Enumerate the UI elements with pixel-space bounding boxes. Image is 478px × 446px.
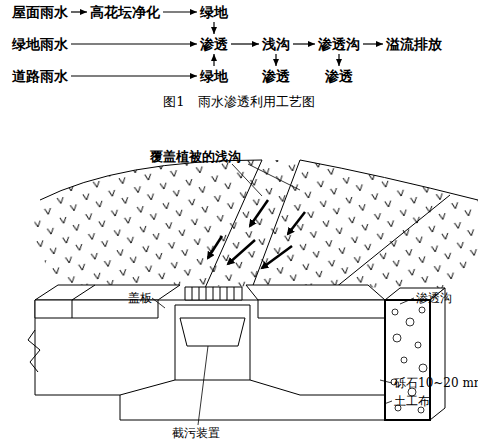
runoff-arrow [250, 200, 268, 226]
cover-plate [258, 300, 385, 318]
cover-plate [35, 285, 180, 300]
leader-line [400, 298, 414, 304]
part-label: 渗透沟 [416, 291, 452, 305]
gravel-side [430, 288, 445, 420]
geotextile-wrap [385, 300, 430, 420]
grass-field [30, 160, 478, 288]
plate-joint [72, 285, 95, 318]
gravel [419, 364, 427, 372]
figure-caption: 图1 雨水渗透利用工艺图 [0, 94, 478, 110]
runoff-arrow [262, 246, 292, 268]
flow-step: 渗透沟 [318, 36, 360, 52]
leader-line [152, 298, 165, 308]
part-label: 盖板 [128, 291, 152, 305]
flow-arrow [338, 54, 339, 66]
step-text: 绿地 [200, 68, 228, 84]
flow-arrow [363, 43, 383, 44]
gravel [392, 309, 398, 315]
trench-structure [28, 285, 445, 420]
flow-arrow [163, 11, 197, 12]
leader-lines [152, 164, 414, 425]
flow-step: 绿地 [200, 68, 228, 84]
flow-arrow [71, 75, 197, 76]
flow-arrow [213, 22, 214, 34]
flow-step: 道路雨水 [12, 68, 68, 84]
grate-bars [192, 287, 234, 300]
trench-base-edge [120, 380, 385, 395]
flow-step: 屋面雨水 [12, 4, 68, 20]
part-label: 覆盖植被的浅沟 [150, 150, 241, 164]
flow-step: 渗透 [325, 68, 353, 84]
leader-line [248, 164, 300, 190]
flow-step: 渗透 [262, 68, 290, 84]
step-text: 屋面雨水 [12, 4, 68, 20]
runoff-arrow [208, 236, 222, 258]
flow-step: 绿地 [200, 4, 228, 20]
leader-line [380, 380, 392, 383]
step-text: 渗透沟 [318, 36, 360, 52]
step-text: 渗透 [200, 36, 228, 52]
runoff-arrow [228, 240, 255, 264]
flow-arrow [293, 43, 315, 44]
step-text: 浅沟 [262, 36, 290, 52]
runoff-arrow [288, 212, 305, 234]
leader-line [384, 401, 392, 404]
runoff-arrows [208, 200, 305, 268]
step-text: 渗透 [262, 68, 290, 84]
step-text: 溢流排放 [386, 36, 442, 52]
step-text: 高花坛净化 [90, 4, 160, 20]
ground-edge [40, 160, 262, 200]
gravel [393, 334, 401, 342]
channel-opening [175, 305, 250, 380]
flow-arrow [231, 43, 259, 44]
swale-edge [205, 160, 450, 288]
leader-line [198, 346, 208, 425]
flow-arrow [213, 54, 214, 66]
flow-step: 浅沟 [262, 36, 290, 52]
gravel [401, 357, 407, 363]
gravel [419, 307, 425, 313]
step-text: 绿地雨水 [12, 36, 68, 52]
step-text: 绿地 [200, 4, 228, 20]
step-text: 道路雨水 [12, 68, 68, 84]
flow-step: 溢流排放 [386, 36, 442, 52]
part-label: 砾石10~20 mm [394, 376, 478, 390]
part-label: 土工布 [394, 394, 430, 408]
flow-step: 渗透 [200, 36, 228, 52]
flow-step: 绿地雨水 [12, 36, 68, 52]
flow-arrow [71, 11, 87, 12]
flow-step: 高花坛净化 [90, 4, 160, 20]
step-text: 渗透 [325, 68, 353, 84]
flow-arrow [71, 43, 197, 44]
gravel [406, 318, 414, 326]
grate [185, 287, 242, 300]
cover-plate [246, 285, 385, 300]
trench-wall [35, 300, 385, 420]
ground-edge [300, 160, 478, 200]
gravel [415, 342, 421, 348]
part-label: 截污装置 [172, 426, 220, 440]
interception-basket [180, 318, 245, 346]
break-line [28, 330, 40, 372]
flow-arrow [275, 54, 276, 66]
